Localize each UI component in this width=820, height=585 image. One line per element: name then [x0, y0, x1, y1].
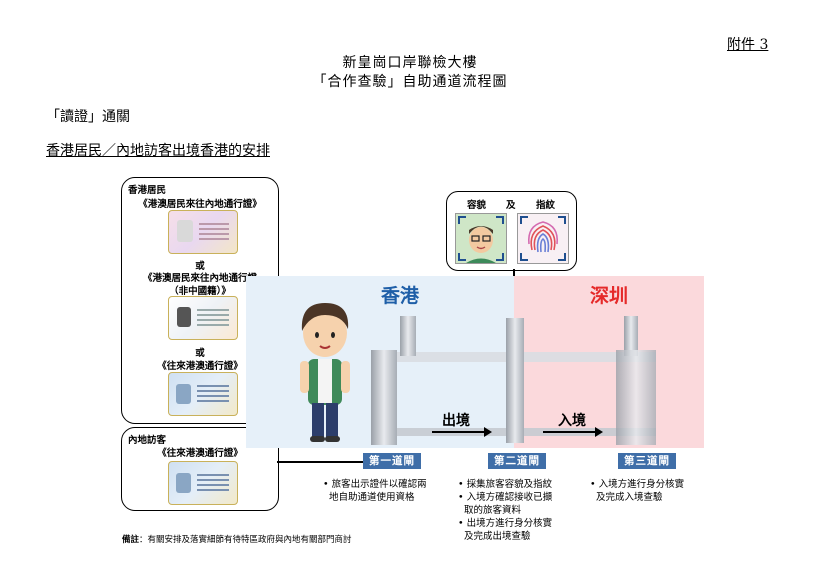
arrival-label: 入境: [558, 413, 586, 429]
gate-2-desc-line: • 採集旅客容貌及指紋: [458, 479, 553, 490]
footnote-prefix: 備註: [122, 535, 140, 545]
doc-label-3: 《往來港澳通行證》: [157, 361, 243, 372]
subheading: 香港居民／內地訪客出境香港的安排: [46, 143, 270, 159]
gate-3-desc-line: • 入境方進行身分核實: [590, 479, 685, 490]
id-card-blue: [168, 461, 238, 505]
or-label-1: 或: [195, 261, 205, 272]
portrait-icon: [176, 384, 191, 404]
card-text-lines: [197, 474, 229, 476]
footnote-text: ：有關安排及落實細節有待特區政府與內地有關部門商討: [139, 535, 352, 545]
gate-1-desc-line: 地自助通道使用資格: [323, 492, 415, 503]
fingerprint-icon: [517, 213, 569, 264]
departure-label: 出境: [442, 413, 470, 429]
gate-2-desc-line: 取的旅客資料: [458, 505, 522, 516]
gate-machines: [371, 316, 656, 445]
portrait-icon: [176, 473, 191, 493]
and-label: 及: [506, 200, 516, 211]
mainland-visitor-heading: 內地訪客: [128, 435, 167, 446]
gate-1-description: • 旅客出示證件以確認兩 地自助通道使用資格: [323, 478, 427, 504]
or-label-2: 或: [195, 348, 205, 359]
id-card-white: [168, 296, 238, 340]
hong-kong-label: 香港: [381, 285, 420, 307]
doc-label-1: 《港澳居民來往內地通行證》: [138, 199, 262, 210]
gate-2-desc-line: 及完成出境查驗: [458, 531, 531, 542]
annex-label: 附件 3: [727, 37, 769, 53]
page-title: 新皇崗口岸聯檢大樓: [342, 55, 478, 71]
face-scan-icon: [455, 213, 507, 264]
biometrics-box: 容貌 及 指紋: [446, 191, 577, 271]
footnote: 備註：有關安排及落實細節有待特區政府與內地有關部門商討: [122, 533, 352, 545]
gate-1-label: 第一道閘: [363, 453, 421, 469]
face-label: 容貌: [467, 200, 487, 211]
gate-3-desc-line: 及完成入境查驗: [590, 492, 663, 503]
gate-3-description: • 入境方進行身分核實 及完成入境查驗: [590, 478, 684, 504]
gate-1-desc-line: • 旅客出示證件以確認兩: [323, 479, 427, 490]
gate-2-desc-line: • 入境方確認接收已擷: [458, 492, 553, 503]
fingerprint-label: 指紋: [536, 200, 556, 211]
page-subtitle: 「合作查驗」自助通道流程圖: [312, 74, 508, 90]
card-text-lines: [197, 309, 229, 311]
traveller-figure: [300, 303, 350, 442]
portrait-icon: [177, 220, 193, 242]
card-text-lines: [199, 223, 229, 225]
doc-label-2a: 《港澳居民來往內地通行證: [142, 273, 257, 284]
portrait-icon: [177, 307, 191, 327]
card-text-lines: [197, 385, 229, 387]
departure-arrow-icon: [432, 427, 492, 437]
doc-label-2b: （非中國籍）》: [169, 286, 231, 297]
section-heading: 「讀證」通關: [46, 109, 130, 125]
gate-3-label: 第三道閘: [618, 453, 676, 469]
gate-2-desc-line: • 出境方進行身分核實: [458, 518, 553, 529]
gate-2-label: 第二道閘: [488, 453, 546, 469]
id-card-blue: [168, 372, 238, 416]
mainland-connector: [277, 461, 363, 463]
gate-2-description: • 採集旅客容貌及指紋 • 入境方確認接收已擷 取的旅客資料 • 出境方進行身分…: [458, 478, 552, 543]
id-card-pink: [168, 210, 238, 254]
mainland-doc-label: 《往來港澳通行證》: [157, 448, 243, 459]
shenzhen-label: 深圳: [590, 285, 629, 307]
hk-residents-heading: 香港居民: [128, 185, 167, 196]
mainland-visitor-doc-box: 內地訪客 《往來港澳通行證》: [121, 427, 279, 511]
arrival-arrow-icon: [543, 427, 603, 437]
